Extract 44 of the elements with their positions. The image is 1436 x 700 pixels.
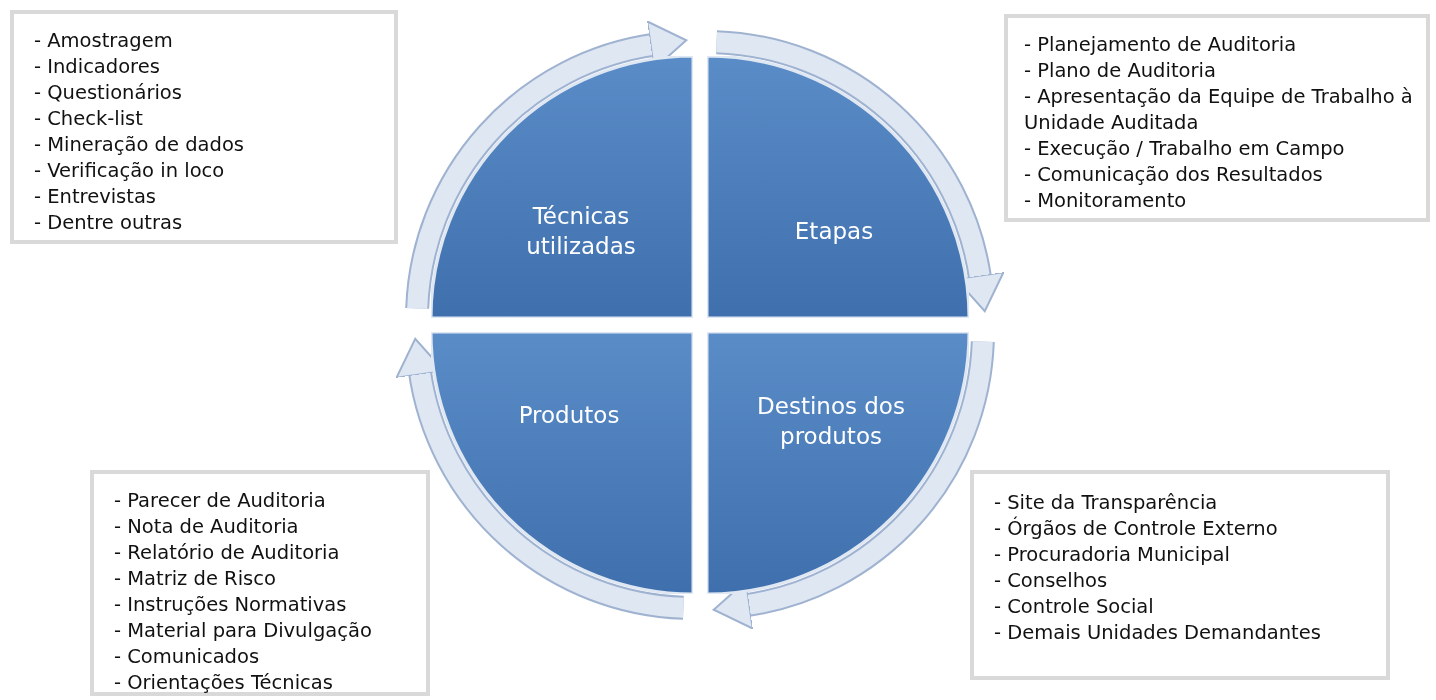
curved-arrow: [715, 30, 1004, 312]
quadrant: [707, 56, 969, 318]
list-item: - Questionários: [34, 80, 183, 106]
list-item: - Entrevistas: [34, 184, 158, 210]
list-item: - Relatório de Auditoria: [114, 540, 341, 566]
curved-arrow: [713, 340, 995, 629]
list-item: - Nota de Auditoria: [114, 514, 300, 540]
list-item: - Comunicados: [114, 644, 261, 670]
text-box: [90, 470, 430, 696]
list-item: - Dentre outras: [34, 210, 184, 236]
curved-arrow: [396, 338, 685, 620]
text-box: [10, 10, 398, 244]
list-item: - Parecer de Auditoria: [114, 488, 327, 514]
quadrant: [707, 332, 969, 594]
curved-arrow: [405, 21, 687, 310]
list-item: - Comunicação dos Resultados: [1024, 162, 1324, 188]
quadrant: [431, 332, 693, 594]
list-item: - Material para Divulgação: [114, 618, 373, 644]
list-item: - Matriz de Risco: [114, 566, 277, 592]
list-item: - Conselhos: [994, 568, 1109, 594]
quadrant-label: Técnicas utilizadas: [525, 202, 637, 261]
list-item: - Indicadores: [34, 54, 161, 80]
list-item: - Apresentação da Equipe de Trabalho à Unidade Auditada: [1024, 84, 1414, 136]
list-item: - Instruções Normativas: [114, 592, 348, 618]
list-item: - Monitoramento: [1024, 188, 1188, 214]
list-item: - Mineração de dados: [34, 132, 245, 158]
quadrant-label: Destinos dos produtos: [756, 392, 906, 451]
quadrant-label: Produtos: [517, 401, 621, 430]
text-box: [970, 470, 1390, 680]
list-item: - Verificação in loco: [34, 158, 226, 184]
quadrant-label: Etapas: [793, 217, 875, 246]
list-item: - Check-list: [34, 106, 144, 132]
list-item: - Amostragem: [34, 28, 174, 54]
list-item: - Órgãos de Controle Externo: [994, 516, 1279, 542]
list-item: - Orientações Técnicas: [114, 670, 334, 696]
text-box: [1004, 14, 1430, 222]
list-item: - Execução / Trabalho em Campo: [1024, 136, 1346, 162]
list-item: - Controle Social: [994, 594, 1155, 620]
list-item: - Site da Transparência: [994, 490, 1219, 516]
list-item: - Procuradoria Municipal: [994, 542, 1231, 568]
list-item: - Plano de Auditoria: [1024, 58, 1217, 84]
quadrant: [431, 56, 693, 318]
list-item: - Demais Unidades Demandantes: [994, 620, 1322, 646]
list-item: - Planejamento de Auditoria: [1024, 32, 1298, 58]
